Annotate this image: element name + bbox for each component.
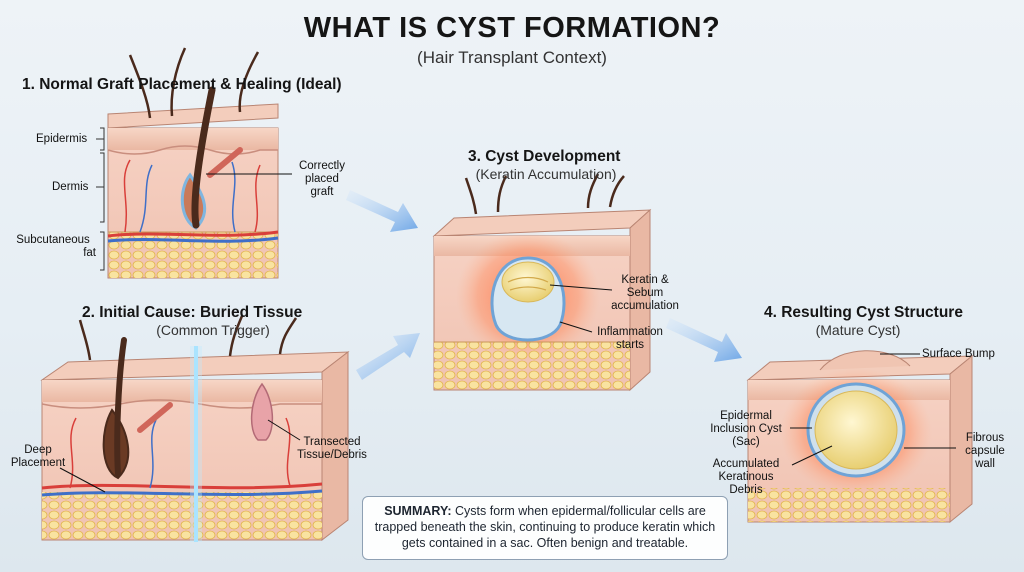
panel-2-subheading: (Common Trigger): [156, 322, 270, 338]
callout-line: Sebum: [626, 287, 664, 299]
panel-1-heading: 1. Normal Graft Placement & Healing (Ide…: [22, 76, 342, 93]
callout-deep-placement: Deep Placement: [8, 444, 68, 470]
callout-line: wall: [975, 458, 995, 470]
page-title: WHAT IS CYST FORMATION?: [303, 12, 721, 44]
page-subtitle: (Hair Transplant Context): [417, 48, 607, 67]
callout-line: Deep: [24, 444, 52, 456]
layer-label-epidermis: Epidermis: [36, 133, 88, 145]
callout-line: placed: [305, 173, 339, 185]
callout-line: accumulation: [611, 300, 679, 312]
panel-3-heading: 3. Cyst Development: [468, 148, 621, 165]
callout-line: capsule: [965, 445, 1005, 457]
callout-inflammation-starts: Inflammation starts: [586, 326, 674, 352]
callout-line: Inclusion Cyst: [710, 423, 782, 435]
callout-transected-tissue: Transected Tissue/Debris: [290, 436, 374, 462]
panel-4-heading: 4. Resulting Cyst Structure: [764, 304, 963, 321]
callout-accumulated-debris: Accumulated Keratinous Debris: [702, 458, 790, 497]
callout-keratin-sebum: Keratin & Sebum accumulation: [600, 274, 690, 313]
callout-line: Keratin &: [621, 274, 669, 286]
panel-4-skin-block: [746, 350, 974, 524]
panel-2-heading: 2. Initial Cause: Buried Tissue: [82, 304, 303, 321]
callout-surface-bump: Surface Bump: [922, 348, 995, 360]
callout-line: Fibrous: [965, 432, 1005, 444]
callout-line: Accumulated: [712, 458, 780, 470]
callout-line: Correctly: [298, 160, 345, 172]
layer-label-fat-line2: fat: [83, 247, 96, 259]
callout-line: Debris: [729, 484, 763, 496]
callout-line: graft: [310, 186, 334, 198]
panel-2-skin-block: [40, 315, 350, 542]
panel-4-subheading: (Mature Cyst): [815, 322, 901, 338]
callout-line: Placement: [10, 457, 66, 469]
layer-label-dermis: Dermis: [52, 181, 89, 193]
callout-line: Transected: [303, 436, 361, 448]
callout-line: Tissue/Debris: [297, 449, 367, 461]
layer-label-fat-line1: Subcutaneous: [16, 234, 90, 246]
panel-3-skin-block: [432, 173, 652, 392]
callout-line: starts: [615, 339, 645, 351]
flow-arrows: [346, 190, 742, 380]
callout-line: Inflammation: [597, 326, 663, 338]
layer-label-subcutaneous-fat: Subcutaneous fat: [10, 234, 96, 260]
summary-text: Cysts form when epidermal/follicular cel…: [374, 504, 716, 550]
callout-line: Keratinous: [718, 471, 774, 483]
callout-correctly-placed-graft: Correctly placed graft: [290, 160, 354, 199]
callout-line: Epidermal: [720, 410, 772, 422]
panel-1-brackets: [96, 127, 105, 271]
summary-box: SUMMARY: Cysts form when epidermal/folli…: [362, 496, 728, 560]
panel-1-skin-block: [107, 47, 292, 279]
callout-epidermal-inclusion-cyst: Epidermal Inclusion Cyst (Sac): [702, 410, 790, 449]
summary-label: SUMMARY:: [384, 504, 456, 518]
callout-line: (Sac): [732, 436, 760, 448]
panel-3-subheading: (Keratin Accumulation): [475, 166, 617, 182]
callout-fibrous-capsule-wall: Fibrous capsule wall: [954, 432, 1016, 471]
